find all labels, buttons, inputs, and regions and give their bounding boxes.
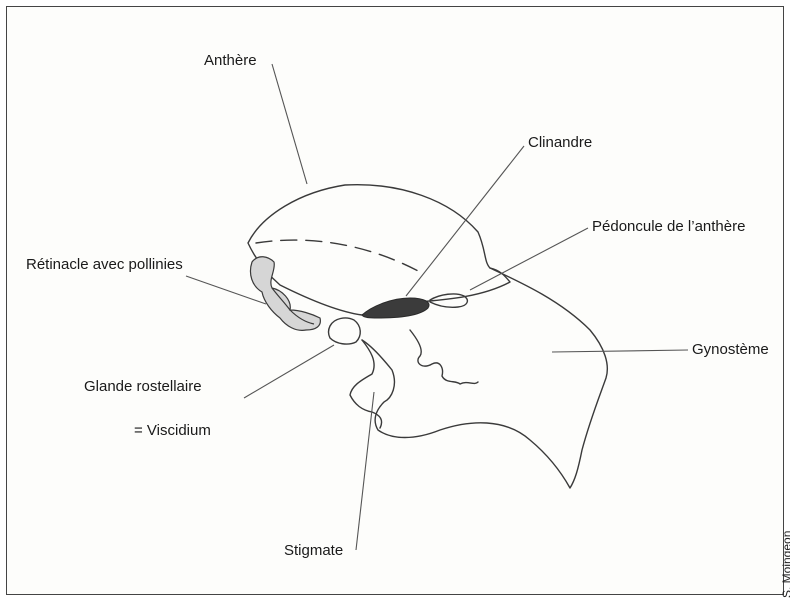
leader-anthere [272,64,307,184]
leader-pedoncule [470,228,588,290]
label-gynosteme: Gynostème [692,341,769,359]
clinandre-shape [362,298,429,318]
leader-stigmate [356,392,374,550]
label-pedoncule: Pédoncule de l’anthère [592,218,745,236]
anther-dashed-line [256,240,420,272]
label-retinacle: Rétinacle avec pollinies [26,256,183,274]
leader-gynosteme [552,350,688,352]
rostellar-gland-outline [329,318,361,344]
label-anthere: Anthère [204,52,257,70]
label-clinandre: Clinandre [528,134,592,152]
label-glande: Glande rostellaire [84,378,202,396]
author-credit: S. Moingeon [780,531,790,598]
anther-outline [248,185,510,315]
label-stigmate: Stigmate [284,542,343,560]
leader-clinandre [406,146,524,296]
label-viscidium: = Viscidium [134,422,211,440]
leader-glande [244,345,334,398]
gynostemium-wavy-margin [410,330,478,384]
pollinia-shaded [250,257,320,331]
